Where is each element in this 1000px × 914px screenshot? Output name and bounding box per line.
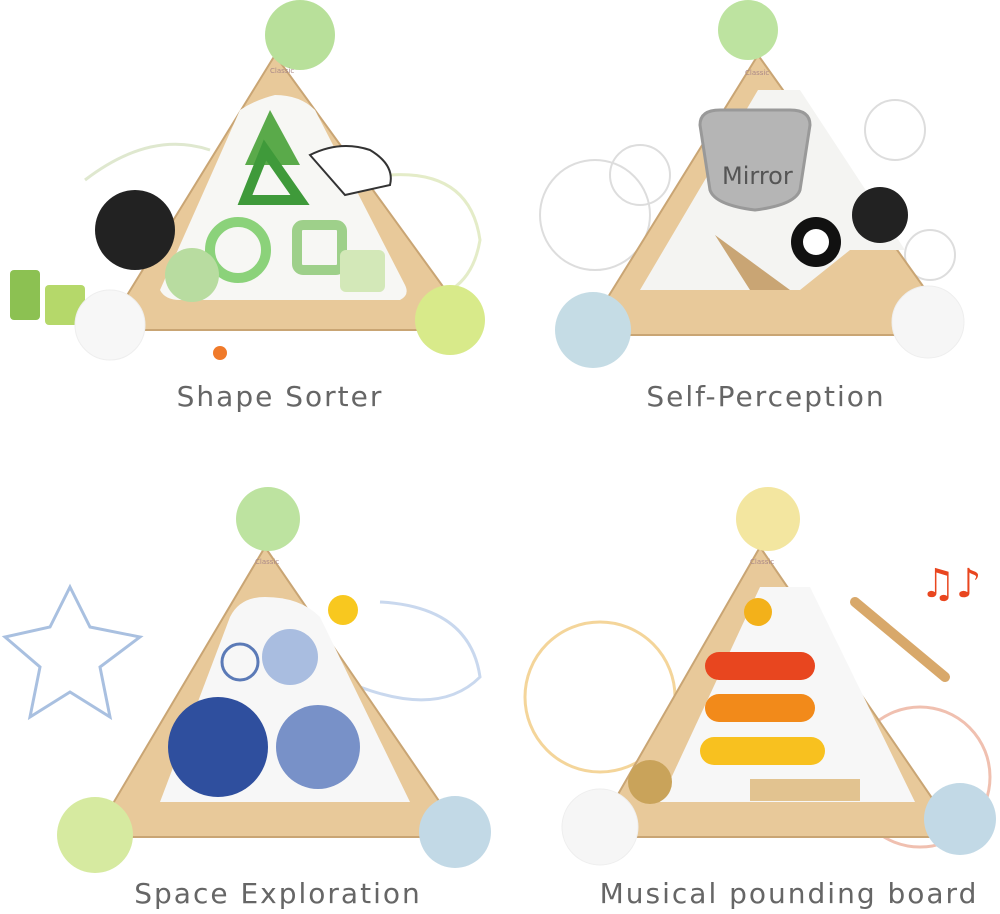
shape-sorter-image: Classic [10,0,485,361]
mallet [850,597,950,682]
panel-self-perception: Mirror Classic Self-Perception [500,0,1000,457]
svg-text:Classic: Classic [270,67,294,75]
music-notes-icon: ♫♪ [920,561,981,607]
xylophone-bar-red [705,652,815,680]
xylophone-bar-orange [705,694,815,722]
hand-icon [308,145,392,197]
panel-space-exploration: Classic Space Exploration [0,457,500,914]
panel-shape-sorter: Classic Shape Sorter [0,0,500,457]
svg-text:Classic: Classic [750,558,774,566]
svg-text:Mirror: Mirror [722,162,793,190]
space-exploration-image: Classic [1,487,491,873]
cube-block [45,285,85,325]
caption-self-perception: Self-Perception [646,380,886,413]
panel-musical-pounding-board: ♫♪ Classic Musical pounding board [500,457,1000,914]
cylinder-block [10,270,40,320]
caption-shape-sorter: Shape Sorter [176,380,384,413]
moon-gear [276,705,360,789]
self-perception-image: Mirror Classic [539,0,965,368]
mirror [698,108,812,212]
top-ball [265,0,335,70]
svg-text:Classic: Classic [745,69,769,77]
svg-text:Classic: Classic [255,558,279,566]
caption-musical-pounding-board: Musical pounding board [599,877,979,910]
planet-gear [168,697,268,797]
caption-space-exploration: Space Exploration [134,877,422,910]
musical-board-image: ♫♪ Classic [523,487,996,866]
xylophone-bar-yellow [700,737,825,765]
